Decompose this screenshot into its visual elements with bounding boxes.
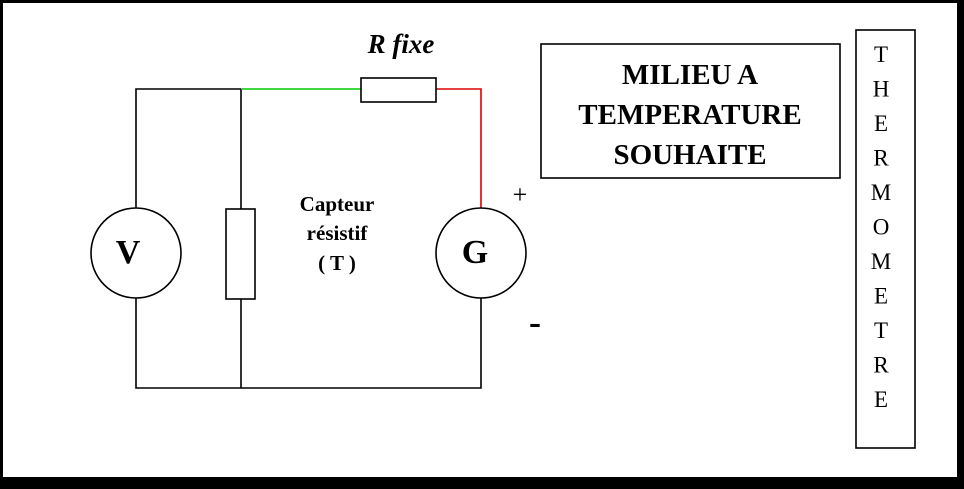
wire-voltmeter-bottom bbox=[135, 298, 482, 389]
sensor-label-line1: Capteur bbox=[300, 192, 375, 216]
thermometre-letter: E bbox=[874, 387, 888, 412]
thermometre-letter: R bbox=[873, 353, 889, 378]
thermometre-letter: R bbox=[873, 146, 889, 171]
thermometre-letter: T bbox=[874, 42, 888, 67]
thermometre-letter: E bbox=[874, 111, 888, 136]
wires bbox=[135, 88, 482, 389]
plus-sign: + bbox=[513, 180, 528, 209]
fixed-resistor bbox=[360, 77, 437, 103]
milieu-box bbox=[540, 43, 841, 179]
voltmeter-circle bbox=[90, 207, 182, 299]
sensor-resistor bbox=[225, 208, 256, 300]
thermometre-letter: M bbox=[871, 249, 891, 274]
generator-circle bbox=[435, 207, 527, 299]
milieu-line1: MILIEU A bbox=[622, 59, 758, 91]
thermometre-letter: T bbox=[874, 318, 888, 343]
thermometre-box bbox=[855, 29, 916, 449]
sensor-label-line2: résistif bbox=[307, 221, 369, 245]
thermometre-letter: M bbox=[871, 180, 891, 205]
thermometre-letter: H bbox=[873, 77, 890, 102]
wire-red bbox=[436, 88, 482, 208]
generator-label: G bbox=[462, 234, 488, 271]
minus-sign: - bbox=[529, 302, 541, 342]
voltmeter-label: V bbox=[116, 234, 141, 271]
r-fixe-label: R fixe bbox=[367, 29, 435, 59]
milieu-line2: TEMPERATURE bbox=[578, 99, 801, 131]
wire-voltmeter-top bbox=[135, 88, 241, 208]
sensor-label-line3: ( T ) bbox=[318, 251, 356, 275]
thermometre-letter: O bbox=[873, 215, 890, 240]
thermometre-letter: E bbox=[874, 284, 888, 309]
milieu-line3: SOUHAITE bbox=[613, 139, 766, 171]
